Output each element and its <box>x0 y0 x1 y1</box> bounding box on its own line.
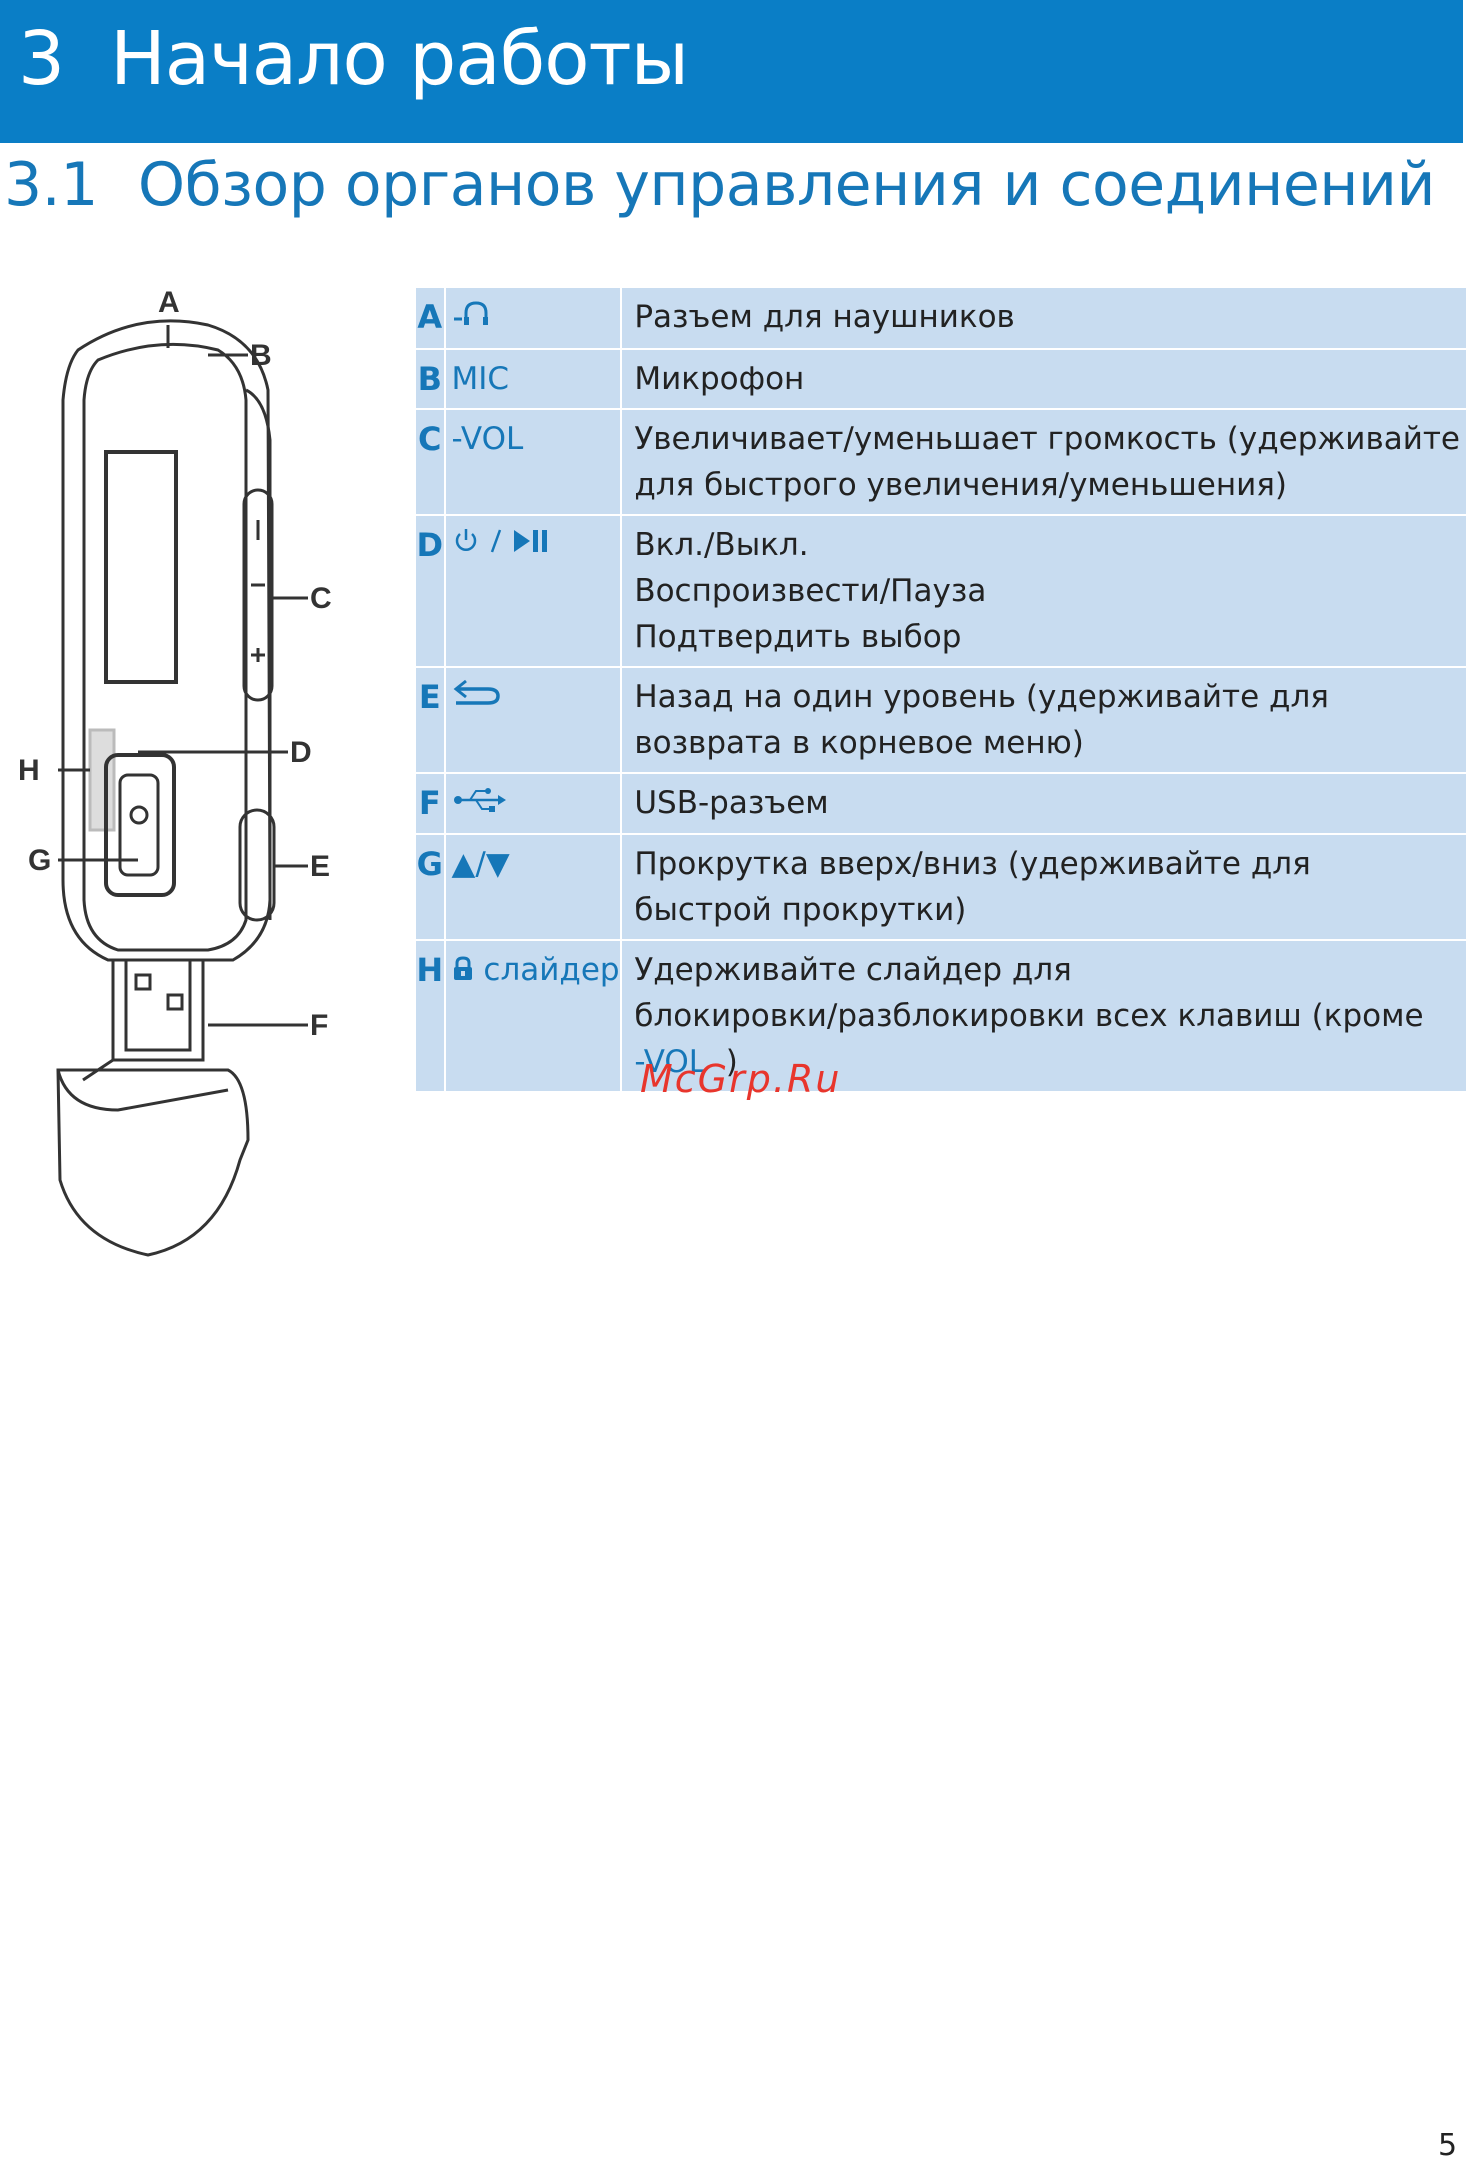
table-row: C -VOL Увеличивает/уменьшает громкость (… <box>416 408 1466 516</box>
figure-label-f: F <box>310 1009 328 1042</box>
table-row: D Вкл./Выкл. Воспроизвести/Пауза Подтвер… <box>416 514 1466 668</box>
table-row: F USB-разъем <box>416 772 1466 835</box>
row-description: Разъем для наушников <box>621 288 1466 350</box>
row-description: Прокрутка вверх/вниз (удерживайте для бы… <box>621 834 1466 941</box>
row-symbol: слайдер <box>444 940 623 1093</box>
row-symbol <box>444 666 623 774</box>
back-arrow-icon <box>452 675 508 722</box>
row-letter: D <box>416 514 446 668</box>
row-letter: E <box>416 666 446 774</box>
row-description: Увеличивает/уменьшает громкость (удержив… <box>621 408 1466 516</box>
table-row: B MIC Микрофон <box>416 348 1466 410</box>
row-letter: F <box>416 772 446 835</box>
row-letter: G <box>416 834 446 941</box>
row-symbol <box>444 288 623 350</box>
device-drawing: A B C D E F G H <box>18 286 332 1257</box>
row-description: Назад на один уровень (удерживайте для в… <box>621 666 1466 774</box>
figure-label-d: D <box>290 736 312 769</box>
power-play-pause-icon <box>452 523 562 569</box>
vol-reference: -VOL <box>634 1044 707 1080</box>
row-letter: A <box>416 288 446 350</box>
row-letter: H <box>416 940 446 1093</box>
chapter-title-text: Начало работы <box>110 16 689 102</box>
figure-label-a: A <box>158 286 180 319</box>
table-row: A Разъем для наушников <box>416 288 1466 350</box>
row-symbol: -VOL <box>444 408 623 516</box>
lock-icon <box>452 949 474 995</box>
watermark: McGrp.Ru <box>640 1057 842 1101</box>
table-row: H слайдер Удерживайте слайдер для блокир… <box>416 940 1466 1093</box>
row-letter: C <box>416 408 446 516</box>
closing-paren: ) <box>725 1044 738 1080</box>
usb-icon <box>452 781 508 827</box>
figure-label-g: G <box>28 844 51 877</box>
page-number: 5 <box>1438 2128 1458 2163</box>
figure-label-c: C <box>310 582 332 615</box>
chapter-title: 3 Начало работы <box>18 16 689 102</box>
row-symbol: MIC <box>444 348 623 410</box>
row-description: USB-разъем <box>621 772 1466 835</box>
table-row: E Назад на один уровень (удерживайте для… <box>416 666 1466 774</box>
row-symbol: ▲/▼ <box>444 834 623 941</box>
section-number: 3.1 <box>4 150 98 220</box>
row-letter: B <box>416 348 446 410</box>
figure-label-h: H <box>18 754 40 787</box>
section-title-text: Обзор органов управления и соединений <box>137 150 1436 220</box>
row-description: Вкл./Выкл. Воспроизвести/Пауза Подтверди… <box>621 514 1466 668</box>
table-row: G ▲/▼ Прокрутка вверх/вниз (удерживайте … <box>416 834 1466 941</box>
chapter-header-bar: 3 Начало работы <box>0 0 1463 143</box>
row-description: Удерживайте слайдер для блокировки/разбл… <box>621 940 1466 1093</box>
figure-label-e: E <box>310 850 330 883</box>
slider-label: слайдер <box>483 952 620 988</box>
row-symbol <box>444 514 623 668</box>
figure-label-b: B <box>250 339 272 372</box>
headphone-icon <box>452 296 492 342</box>
row-symbol <box>444 772 623 835</box>
controls-table: A Разъем для наушников B MIC Микрофон C … <box>416 288 1466 1093</box>
section-title: 3.1 Обзор органов управления и соединений <box>4 150 1436 220</box>
row-description: Микрофон <box>621 348 1466 410</box>
up-down-arrows-icon: ▲/▼ <box>451 846 510 882</box>
device-illustration: A B C D E F G H <box>18 280 338 1260</box>
chapter-number: 3 <box>18 16 65 102</box>
